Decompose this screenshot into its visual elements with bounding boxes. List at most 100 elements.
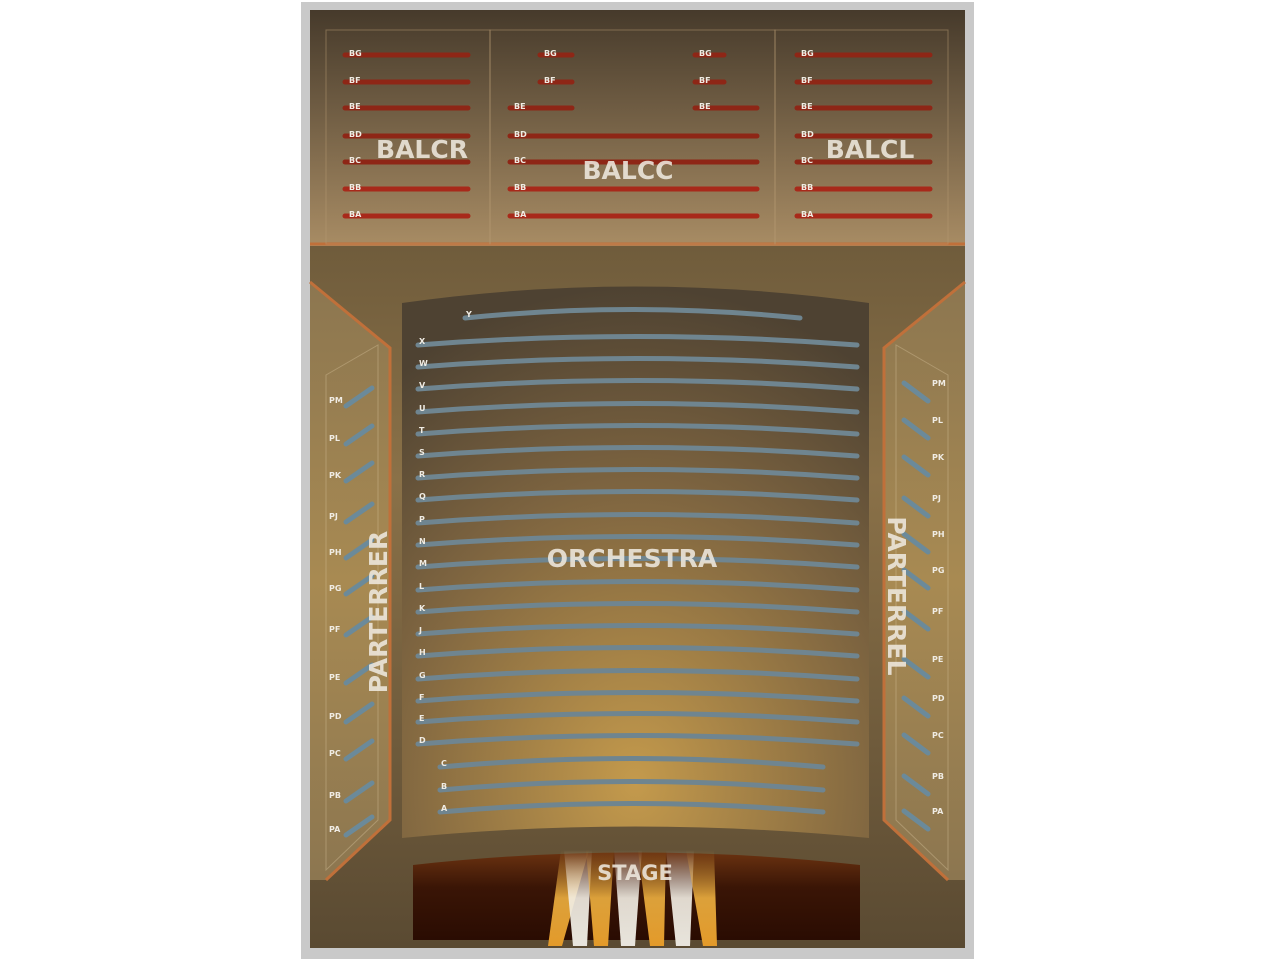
row-label: BC xyxy=(349,156,361,165)
seat-row-v[interactable] xyxy=(415,378,860,392)
seat-row-l[interactable] xyxy=(415,579,860,593)
seat-row-parterrer-pd[interactable] xyxy=(343,701,375,725)
seat-row-k[interactable] xyxy=(415,601,860,615)
row-label: H xyxy=(419,648,426,657)
row-label: L xyxy=(419,582,424,591)
section-label-balcr: BALCR xyxy=(376,135,468,164)
seat-row-parterrel-pd[interactable] xyxy=(901,695,931,719)
row-label: PG xyxy=(932,566,944,575)
row-label: G xyxy=(419,671,426,680)
seat-row-parterrer-pg[interactable] xyxy=(343,573,375,597)
row-label: BG xyxy=(544,49,557,58)
seat-row-parterrer-pa[interactable] xyxy=(343,814,375,838)
row-label: PM xyxy=(329,396,343,405)
row-label: PA xyxy=(932,807,944,816)
row-label: P xyxy=(419,515,425,524)
row-label: BB xyxy=(801,183,813,192)
seat-row-w[interactable] xyxy=(415,356,860,370)
seat-row-parterrel-pm[interactable] xyxy=(901,380,931,404)
seat-row-parterrer-pl[interactable] xyxy=(343,423,375,447)
row-label: BC xyxy=(514,156,526,165)
seat-row-a[interactable] xyxy=(437,801,826,815)
row-label: W xyxy=(419,359,428,368)
row-label: BB xyxy=(349,183,361,192)
row-label: PD xyxy=(329,712,342,721)
row-label: BD xyxy=(801,130,814,139)
seat-row-parterrer-pj[interactable] xyxy=(343,501,375,525)
seat-row-x[interactable] xyxy=(415,334,860,348)
seat-row-q[interactable] xyxy=(415,489,860,503)
row-label: F xyxy=(419,693,424,702)
seat-row-n[interactable] xyxy=(415,534,860,548)
row-label: PH xyxy=(932,530,945,539)
seat-row-parterrel-pb[interactable] xyxy=(901,773,931,797)
row-label: PM xyxy=(932,379,946,388)
row-label: BD xyxy=(349,130,362,139)
spotlight-beam xyxy=(586,850,614,946)
section-balcl[interactable] xyxy=(774,29,949,245)
seat-row-j[interactable] xyxy=(415,623,860,637)
seat-row-parterrer-pb[interactable] xyxy=(343,780,375,804)
row-label: M xyxy=(419,559,427,568)
seat-row-b[interactable] xyxy=(437,779,826,793)
row-label: BB xyxy=(514,183,526,192)
seat-row-parterrel-pa[interactable] xyxy=(901,808,931,832)
seat-row-parterrel-pk[interactable] xyxy=(901,454,931,478)
stage: STAGE xyxy=(413,850,860,946)
section-orchestra[interactable] xyxy=(402,286,869,839)
row-label: BE xyxy=(801,102,813,111)
row-label: D xyxy=(419,736,426,745)
row-label: Y xyxy=(465,310,472,319)
seat-row-f[interactable] xyxy=(415,690,860,704)
seat-row-parterrel-ph[interactable] xyxy=(901,531,931,555)
row-label: PA xyxy=(329,825,341,834)
seat-row-parterrel-pc[interactable] xyxy=(901,732,931,756)
seat-row-u[interactable] xyxy=(415,401,860,415)
row-label: BG xyxy=(699,49,712,58)
spotlight-beam xyxy=(564,850,592,946)
seat-row-e[interactable] xyxy=(415,711,860,725)
seat-row-parterrer-ph[interactable] xyxy=(343,537,375,561)
seat-row-t[interactable] xyxy=(415,423,860,437)
seat-row-parterrel-pj[interactable] xyxy=(901,495,931,519)
seat-row-parterrer-pk[interactable] xyxy=(343,460,375,484)
row-label: BG xyxy=(349,49,362,58)
seat-row-parterrel-pe[interactable] xyxy=(901,656,931,680)
row-label: BA xyxy=(801,210,814,219)
seat-row-parterrer-pc[interactable] xyxy=(343,738,375,762)
seat-row-m[interactable] xyxy=(415,556,860,570)
row-label: BF xyxy=(349,76,361,85)
seat-row-g[interactable] xyxy=(415,668,860,682)
row-label: BD xyxy=(514,130,527,139)
row-label: BF xyxy=(544,76,556,85)
row-label: U xyxy=(419,404,426,413)
row-label: E xyxy=(419,714,424,723)
row-label: BA xyxy=(349,210,362,219)
row-label: PJ xyxy=(932,494,941,503)
seat-row-c[interactable] xyxy=(437,756,826,770)
seat-row-h[interactable] xyxy=(415,645,860,659)
seat-row-y[interactable] xyxy=(462,307,803,321)
section-label-parterrel: PARTERREL xyxy=(882,516,911,675)
section-parterrel[interactable] xyxy=(884,282,965,880)
row-label: PC xyxy=(329,749,341,758)
spotlight-beam xyxy=(614,850,642,946)
seat-row-parterrer-pe[interactable] xyxy=(343,662,375,686)
section-parterrer[interactable] xyxy=(310,282,390,880)
seat-row-parterrel-pl[interactable] xyxy=(901,417,931,441)
seat-row-p[interactable] xyxy=(415,512,860,526)
row-label: PK xyxy=(932,453,945,462)
seat-row-parterrer-pm[interactable] xyxy=(343,385,375,409)
row-label: PJ xyxy=(329,512,338,521)
seat-row-parterrel-pf[interactable] xyxy=(901,608,931,632)
row-label: PB xyxy=(932,772,944,781)
row-label: BE xyxy=(699,102,711,111)
seat-row-parterrer-pf[interactable] xyxy=(343,614,375,638)
seat-row-s[interactable] xyxy=(415,445,860,459)
seat-row-d[interactable] xyxy=(415,733,860,747)
seat-row-parterrel-pg[interactable] xyxy=(901,567,931,591)
seat-row-r[interactable] xyxy=(415,467,860,481)
row-label: PB xyxy=(329,791,341,800)
spotlight-beam xyxy=(686,850,717,946)
section-label-balcc: BALCC xyxy=(582,156,673,185)
